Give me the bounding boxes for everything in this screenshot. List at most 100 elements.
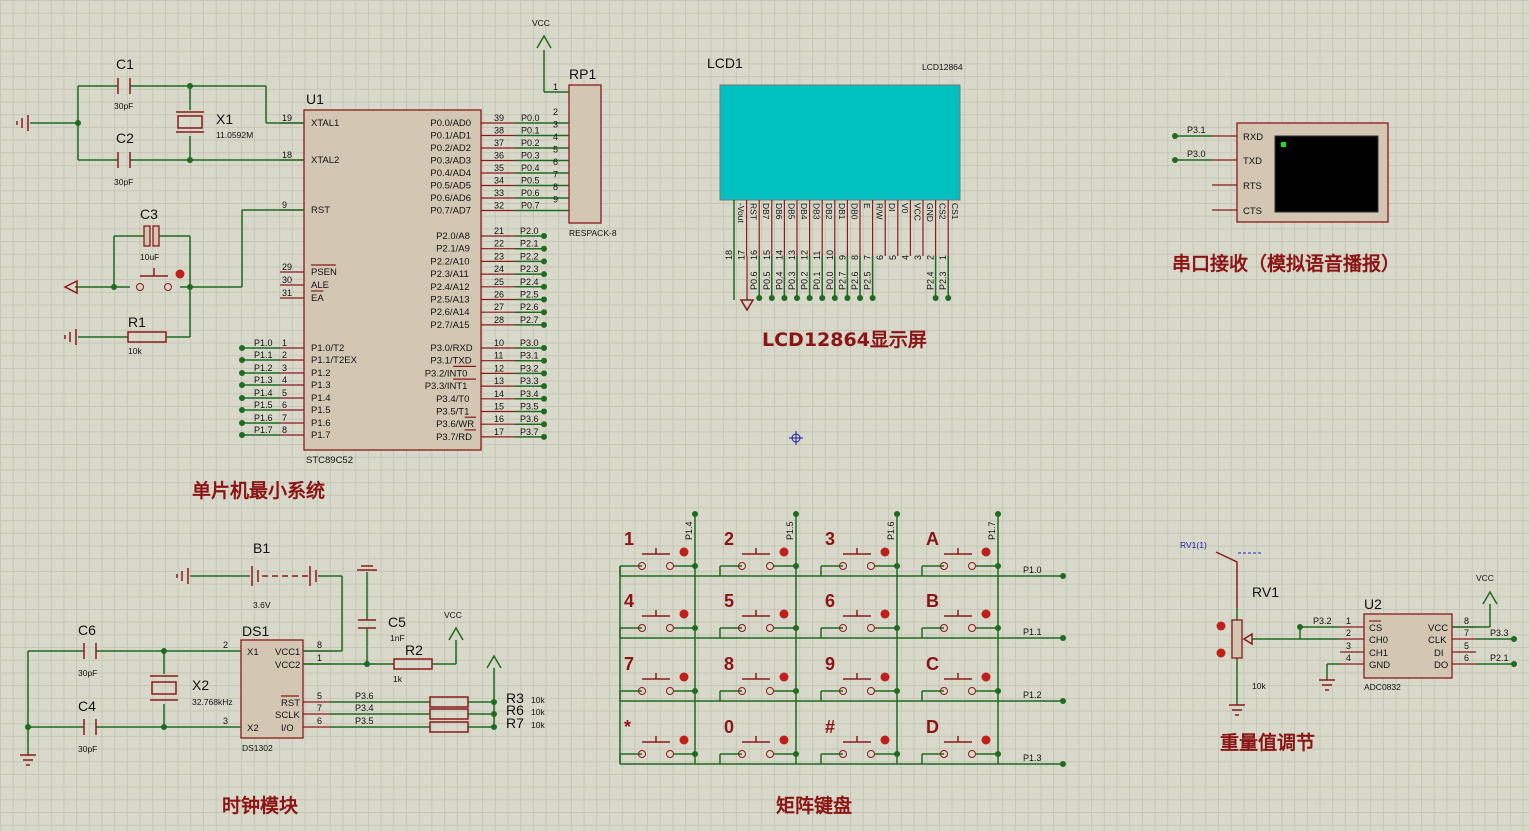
key-button[interactable]: 2 [719,529,799,576]
mcu-pin-num: 36 [494,151,504,161]
lcd-net-label: P0.5 [762,271,772,290]
p3-net-label: P3.3 [520,376,539,386]
lcd-pin-num: 11 [812,251,822,260]
c6-ref: C6 [78,622,96,638]
r3-value: 10k [531,695,545,705]
lcd-pin-num: 4 [900,255,910,260]
mcu-pin-name: P0.0/AD0 [430,118,471,129]
rp1-vcc: VCC [532,18,550,28]
key-label: 4 [624,591,634,611]
adc-pin-num: 4 [1346,653,1351,663]
key-button[interactable]: 5 [719,591,799,638]
mcu-pin-name: XTAL1 [311,118,339,129]
p2-net-label: P2.4 [520,277,539,287]
key-button[interactable]: B [921,591,1001,638]
r2-value: 1k [393,674,403,684]
mcu-pin-name: P0.2/AD2 [430,143,471,154]
keypad-col-label: P1.7 [987,521,997,540]
key-button[interactable]: 6 [820,591,900,638]
adc-pin-num: 6 [1464,653,1469,663]
mcu-pin-num: 9 [282,200,287,210]
ds-pin-name: RST [281,698,300,709]
mcu-pin-name: P0.1/AD1 [430,131,471,142]
key-button[interactable]: 8 [719,654,799,701]
key-label: B [926,591,939,611]
lcd-pin-name: RST [749,203,759,220]
p3-net-label: P3.6 [520,414,539,424]
ds-pin-num: 3 [223,716,228,726]
key-button[interactable]: 9 [820,654,900,701]
title-weight: 重量值调节 [1220,731,1315,754]
lcd-pin-num: 1 [938,255,948,260]
title-lcd: LCD12864显示屏 [762,329,927,351]
lcd-pin-name: DI [887,203,897,212]
ds1302-body[interactable] [240,639,304,739]
mcu-pin-num: 14 [494,389,504,399]
key-label: 5 [724,591,734,611]
rp1-pin-num: 5 [553,145,558,155]
mcu-pin-num: 24 [494,264,504,274]
key-button[interactable]: # [820,717,900,764]
lcd-12864[interactable]: LCD1 LCD12864 -Vout18RST17DB716P0.6DB615… [707,55,963,312]
rv1-value: 10k [1252,681,1266,691]
lcd-net-label: P2.3 [938,271,948,290]
p0-net-label: P0.3 [521,151,540,161]
key-button[interactable]: 7 [619,654,698,701]
mcu-pin-num: 17 [494,427,504,437]
mcu-pin-name: P1.0/T2 [311,343,344,354]
rv1-probe: RV1(1) [1180,540,1207,550]
lcd-pin-num: 9 [837,255,847,260]
p2-net-label: P2.0 [520,226,539,236]
key-label: * [624,717,631,737]
r1-value: 10k [128,346,142,356]
adc-pin-num: 5 [1464,641,1469,651]
adc-body[interactable] [1363,613,1453,679]
mcu-pin-name: P0.7/AD7 [430,206,471,217]
rp1-pin-num: 7 [553,170,558,180]
mcu-pin-num: 23 [494,251,504,261]
mcu-body[interactable] [303,109,482,451]
key-label: 7 [624,654,634,674]
key-button[interactable]: 3 [820,529,900,576]
mcu-pin-num: 10 [494,338,504,348]
p2-net-label: P2.6 [520,302,539,312]
r3-ref: R3 [506,690,524,706]
rp1-pin-num: 2 [553,107,558,117]
p1-net-label: P1.7 [254,425,273,435]
key-button[interactable]: 0 [719,717,799,764]
lcd-pin-num: 16 [749,250,759,260]
lcd-net-label: P0.3 [787,271,797,290]
lcd-net-label: P0.0 [825,271,835,290]
key-label: C [926,654,939,674]
key-button[interactable]: D [921,717,1001,764]
key-button[interactable]: C [921,654,1001,701]
c2-ref: C2 [116,130,134,146]
lcd-pin-num: 5 [888,255,898,260]
title-clock: 时钟模块 [222,794,299,817]
terminal-pin-name: TXD [1243,156,1262,167]
lcd-pin-name: DB5 [786,203,796,220]
mcu-pin-name: P2.0/A8 [436,231,470,242]
key-button[interactable]: 1 [619,529,698,576]
key-button[interactable]: A [921,529,1001,576]
lcd-pin-name: CS2 [938,203,948,220]
p1-net-label: P1.0 [254,338,273,348]
terminal-net-label: P3.1 [1187,125,1206,135]
key-button[interactable]: 4 [619,591,698,638]
mcu-pin-name: EA [311,293,324,304]
adc-pin-name: CH1 [1369,648,1388,659]
mcu-pin-num: 32 [494,201,504,211]
key-button[interactable]: * [619,717,698,764]
mcu-pin-name: P2.5/A13 [430,295,469,306]
ds-pin-num: 1 [317,653,322,663]
